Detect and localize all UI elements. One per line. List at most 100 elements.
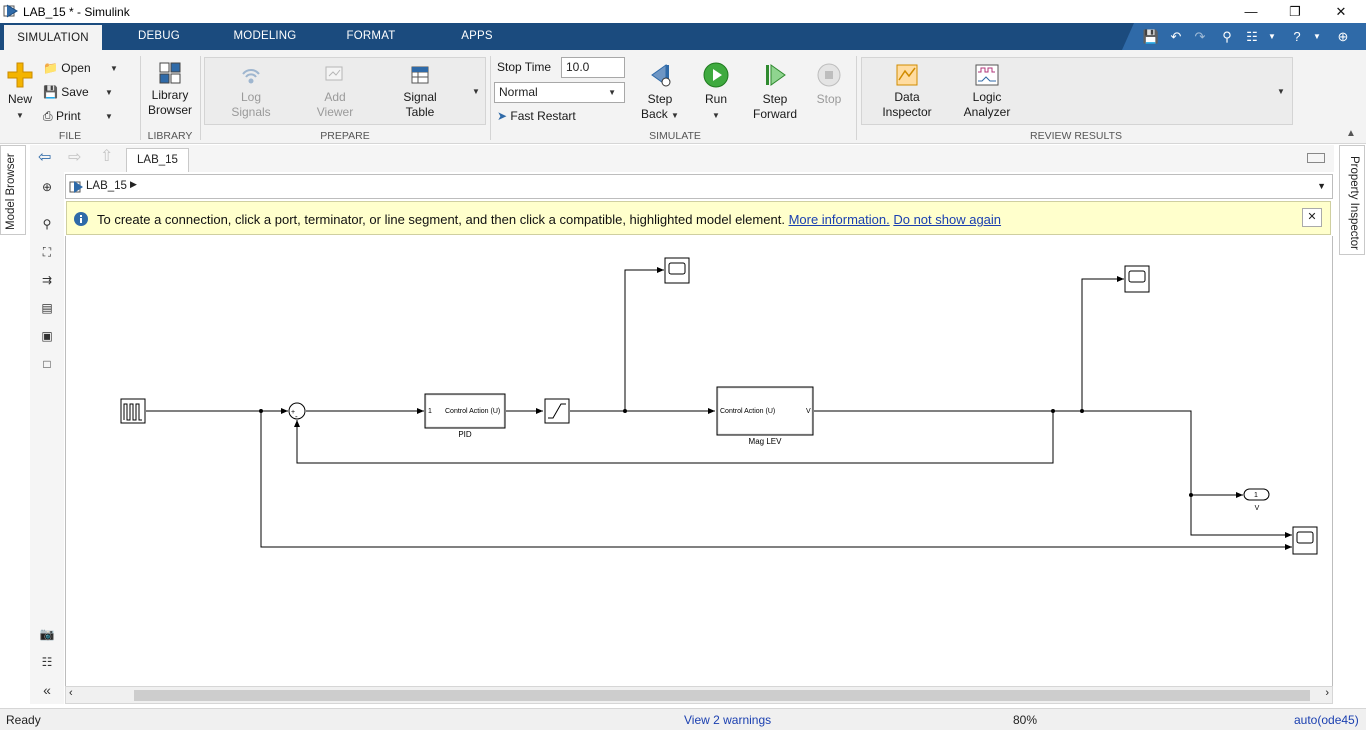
area-icon[interactable]: □ — [43, 357, 51, 371]
tab-modeling[interactable]: MODELING — [233, 30, 297, 42]
forward-arrow-icon[interactable]: ⇨ — [68, 149, 82, 166]
signal-line[interactable] — [260, 411, 1292, 550]
save-label: Save — [61, 85, 89, 99]
close-window-button[interactable]: ✕ — [1335, 3, 1347, 19]
model-canvas[interactable]: + - 1 Control Action (U) PID Control Act… — [65, 236, 1333, 686]
library-browser-button[interactable]: Library Browser — [146, 62, 194, 118]
model-icon — [69, 181, 83, 193]
hide-explorer-icon[interactable] — [1307, 153, 1325, 163]
step-forward-button[interactable]: Step Forward — [750, 62, 800, 122]
properties-icon[interactable]: ☷ — [41, 655, 53, 669]
undo-icon[interactable]: ↶ — [1170, 29, 1182, 44]
print-button[interactable]: ⎙ Print — [43, 107, 81, 125]
breadcrumb-arrow-icon[interactable]: ▶ — [130, 179, 137, 189]
fast-restart-button[interactable]: ➤ Fast Restart — [497, 107, 576, 125]
back-arrow-icon[interactable]: ⇦ — [38, 149, 52, 166]
title-bar: LAB_15 * - Simulink — ❐ ✕ — [0, 0, 1366, 23]
scope-block-1[interactable] — [664, 257, 690, 284]
model-tab[interactable]: LAB_15 — [126, 148, 189, 172]
view-warnings-link[interactable]: View 2 warnings — [684, 713, 772, 727]
close-infobar-button[interactable]: ✕ — [1302, 208, 1322, 227]
collapse-ribbon-arrow-icon[interactable]: ▲ — [1346, 128, 1356, 139]
help-dropdown-icon[interactable]: ▼ — [1313, 32, 1321, 41]
signal-line[interactable] — [814, 410, 1292, 538]
pulse-generator-block[interactable] — [120, 398, 146, 424]
logic-analyzer-label-2: Analyzer — [963, 105, 1011, 119]
signal-routing-icon[interactable]: ⇉ — [41, 273, 53, 287]
logic-analyzer-button[interactable]: Logic Analyzer — [958, 64, 1016, 120]
pid-out-port-label: Control Action (U) — [445, 408, 500, 415]
solver-link[interactable]: auto(ode45) — [1294, 713, 1359, 727]
model-browser-label: Model Browser — [5, 153, 17, 230]
collapse-strip-icon[interactable]: « — [43, 682, 51, 698]
step-forward-label-1: Step — [762, 92, 788, 106]
stop-icon — [817, 63, 841, 87]
tab-debug[interactable]: DEBUG — [138, 30, 180, 42]
property-inspector-tab[interactable]: Property Inspector — [1339, 145, 1365, 255]
scope-block-3[interactable] — [1292, 526, 1318, 555]
signal-line[interactable] — [1081, 276, 1124, 411]
tab-apps[interactable]: APPS — [461, 30, 493, 42]
fit-to-view-icon[interactable]: ⛶ — [42, 244, 52, 259]
up-arrow-icon[interactable]: ⇧ — [100, 148, 114, 165]
prepare-gallery — [204, 57, 486, 125]
info-message: To create a connection, click a port, te… — [97, 212, 785, 227]
library-group-label: LIBRARY — [147, 130, 193, 142]
save-dropdown-icon[interactable]: ▼ — [105, 88, 113, 97]
horizontal-scrollbar[interactable]: ‹ › — [65, 686, 1333, 704]
scroll-left-icon[interactable]: ‹ — [69, 687, 73, 699]
signal-line[interactable] — [624, 267, 664, 411]
open-dropdown-icon[interactable]: ▼ — [110, 64, 118, 73]
tab-format[interactable]: FORMAT — [346, 30, 396, 42]
hide-show-icon[interactable]: ⊕ — [41, 180, 53, 194]
model-browser-tab[interactable]: Model Browser — [0, 145, 26, 235]
sum-block[interactable]: + - — [288, 402, 306, 421]
add-viewer-button[interactable]: Add Viewer — [312, 64, 358, 120]
annotation-icon[interactable]: ▤ — [41, 301, 53, 315]
search-icon[interactable]: ⚲ — [1222, 29, 1232, 44]
address-dropdown-icon[interactable]: ▼ — [1317, 181, 1326, 191]
more-information-link[interactable]: More information. — [788, 212, 890, 227]
simulation-mode-select[interactable]: Normal ▼ — [494, 82, 625, 103]
new-button[interactable]: New ▼ — [4, 60, 36, 123]
stop-button[interactable]: Stop — [812, 62, 846, 107]
breadcrumb[interactable]: LAB_15 — [86, 180, 127, 192]
zoom-icon[interactable]: ⚲ — [42, 217, 52, 231]
minimize-button[interactable]: — — [1244, 4, 1258, 19]
prepare-expand-icon[interactable]: ▼ — [472, 87, 480, 96]
favorites-dropdown-icon[interactable]: ▼ — [1268, 32, 1276, 41]
help-icon[interactable]: ? — [1293, 29, 1301, 44]
restore-button[interactable]: ❐ — [1289, 3, 1301, 19]
pid-subsystem-block[interactable]: 1 Control Action (U) PID — [424, 393, 506, 439]
explorer-bar: ⇦ ⇨ ⇧ LAB_15 — [30, 145, 1334, 172]
favorites-icon[interactable]: ☷ — [1246, 29, 1258, 44]
redo-icon[interactable]: ↷ — [1194, 29, 1206, 44]
maglev-block-label: Mag LEV — [749, 437, 783, 446]
do-not-show-again-link[interactable]: Do not show again — [893, 212, 1002, 227]
print-dropdown-icon[interactable]: ▼ — [105, 112, 113, 121]
stop-time-input[interactable]: 10.0 — [561, 57, 625, 78]
model-address-bar[interactable]: LAB_15 ▶ ▼ — [65, 174, 1333, 199]
maglev-subsystem-block[interactable]: Control Action (U) V Mag LEV — [716, 386, 814, 446]
image-icon[interactable]: ▣ — [41, 329, 53, 343]
block-diagram[interactable]: + - 1 Control Action (U) PID Control Act… — [66, 236, 1334, 686]
feedback-line[interactable] — [294, 411, 1054, 464]
property-inspector-label: Property Inspector — [1348, 156, 1360, 250]
review-expand-icon[interactable]: ▼ — [1277, 87, 1285, 96]
collapse-ribbon-icon[interactable]: ⊕ — [1337, 29, 1349, 44]
signal-table-button[interactable]: Signal Table — [396, 64, 444, 120]
scope-block-2[interactable] — [1124, 265, 1150, 293]
outport-block[interactable]: 1 V — [1243, 488, 1270, 512]
data-inspector-button[interactable]: Data Inspector — [878, 64, 936, 120]
log-signals-button[interactable]: Log Signals — [228, 64, 274, 120]
save-icon[interactable]: 💾 — [1142, 29, 1160, 44]
scroll-right-icon[interactable]: › — [1325, 687, 1329, 699]
open-button[interactable]: 📁 Open — [43, 59, 91, 77]
saturation-block[interactable] — [544, 398, 570, 424]
save-button[interactable]: 💾 Save — [43, 83, 89, 101]
run-button[interactable]: Run ▼ — [698, 62, 734, 123]
screenshot-camera-icon[interactable]: 📷 — [39, 627, 55, 641]
scrollbar-thumb[interactable] — [134, 690, 1310, 701]
step-back-button[interactable]: Step Back ▼ — [638, 62, 682, 123]
tab-simulation[interactable]: SIMULATION — [4, 23, 102, 50]
